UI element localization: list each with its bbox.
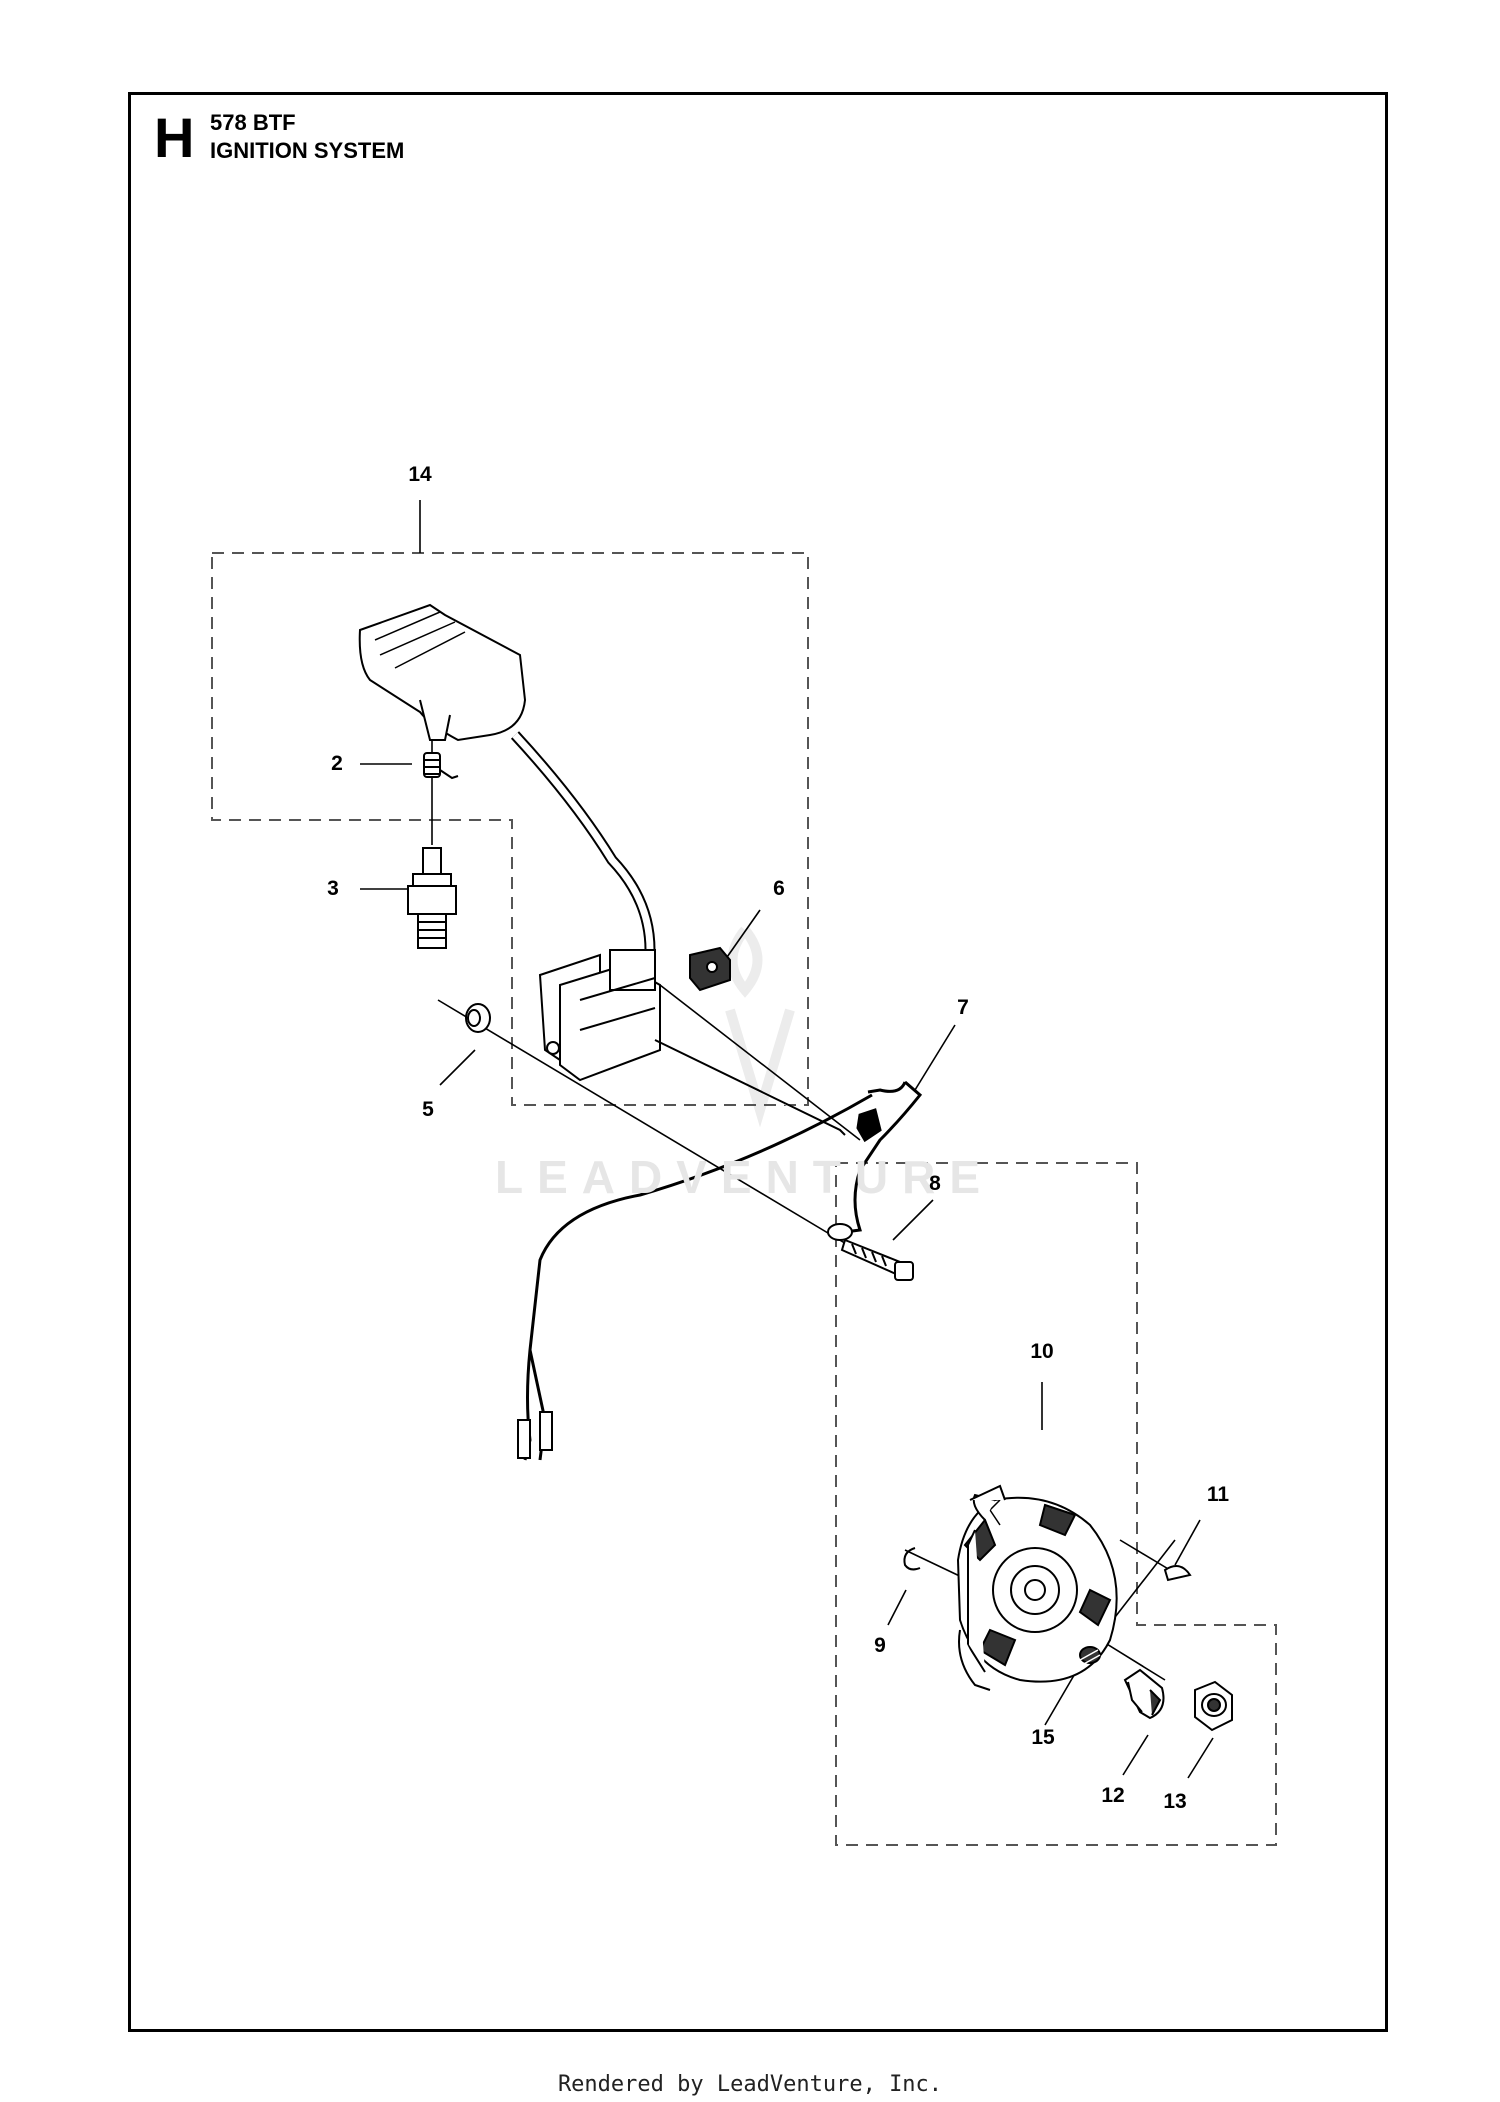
ignition-module	[538, 949, 846, 1136]
stop-switch-cable	[517, 1080, 923, 1461]
callout-14[interactable]: 14	[408, 463, 432, 486]
callout-9[interactable]: 9	[874, 1634, 886, 1657]
watermark: LEADVENTURE	[495, 1151, 995, 1203]
callout-5[interactable]: 5	[422, 1098, 434, 1121]
pawl	[1123, 1668, 1165, 1720]
spark-plug-cap	[358, 603, 527, 742]
callout-10[interactable]: 10	[1030, 1340, 1054, 1363]
callout-3[interactable]: 3	[327, 877, 339, 900]
callout-8[interactable]: 8	[929, 1172, 941, 1195]
group-box-10	[835, 1162, 1277, 1846]
flywheel	[956, 1484, 1118, 1691]
callout-15[interactable]: 15	[1031, 1726, 1055, 1749]
section-letter: H	[154, 106, 195, 169]
page-frame	[128, 92, 1388, 2032]
callout-12[interactable]: 12	[1101, 1784, 1125, 1807]
callout-7[interactable]: 7	[957, 996, 969, 1019]
group-box-14	[211, 552, 809, 1106]
callout-11[interactable]: 11	[1206, 1483, 1230, 1506]
spring-part-2	[423, 752, 459, 780]
model-name: 578 BTF	[210, 110, 296, 135]
leader-lines	[360, 500, 1214, 1779]
page-title: IGNITION SYSTEM	[210, 138, 405, 163]
callout-6[interactable]: 6	[773, 877, 785, 900]
spacer	[465, 1003, 491, 1033]
nut	[1194, 1680, 1233, 1732]
footer-credit: Rendered by LeadVenture, Inc.	[557, 2072, 943, 2097]
circlip	[903, 1547, 921, 1571]
spark-plug	[407, 847, 457, 949]
woodruff-key	[1163, 1565, 1192, 1582]
callout-2[interactable]: 2	[331, 752, 343, 775]
screw	[827, 1223, 914, 1281]
watermark-logo	[725, 926, 795, 1128]
grommet	[689, 946, 731, 992]
callout-13[interactable]: 13	[1163, 1790, 1187, 1813]
pawl-spring	[1079, 1646, 1101, 1666]
